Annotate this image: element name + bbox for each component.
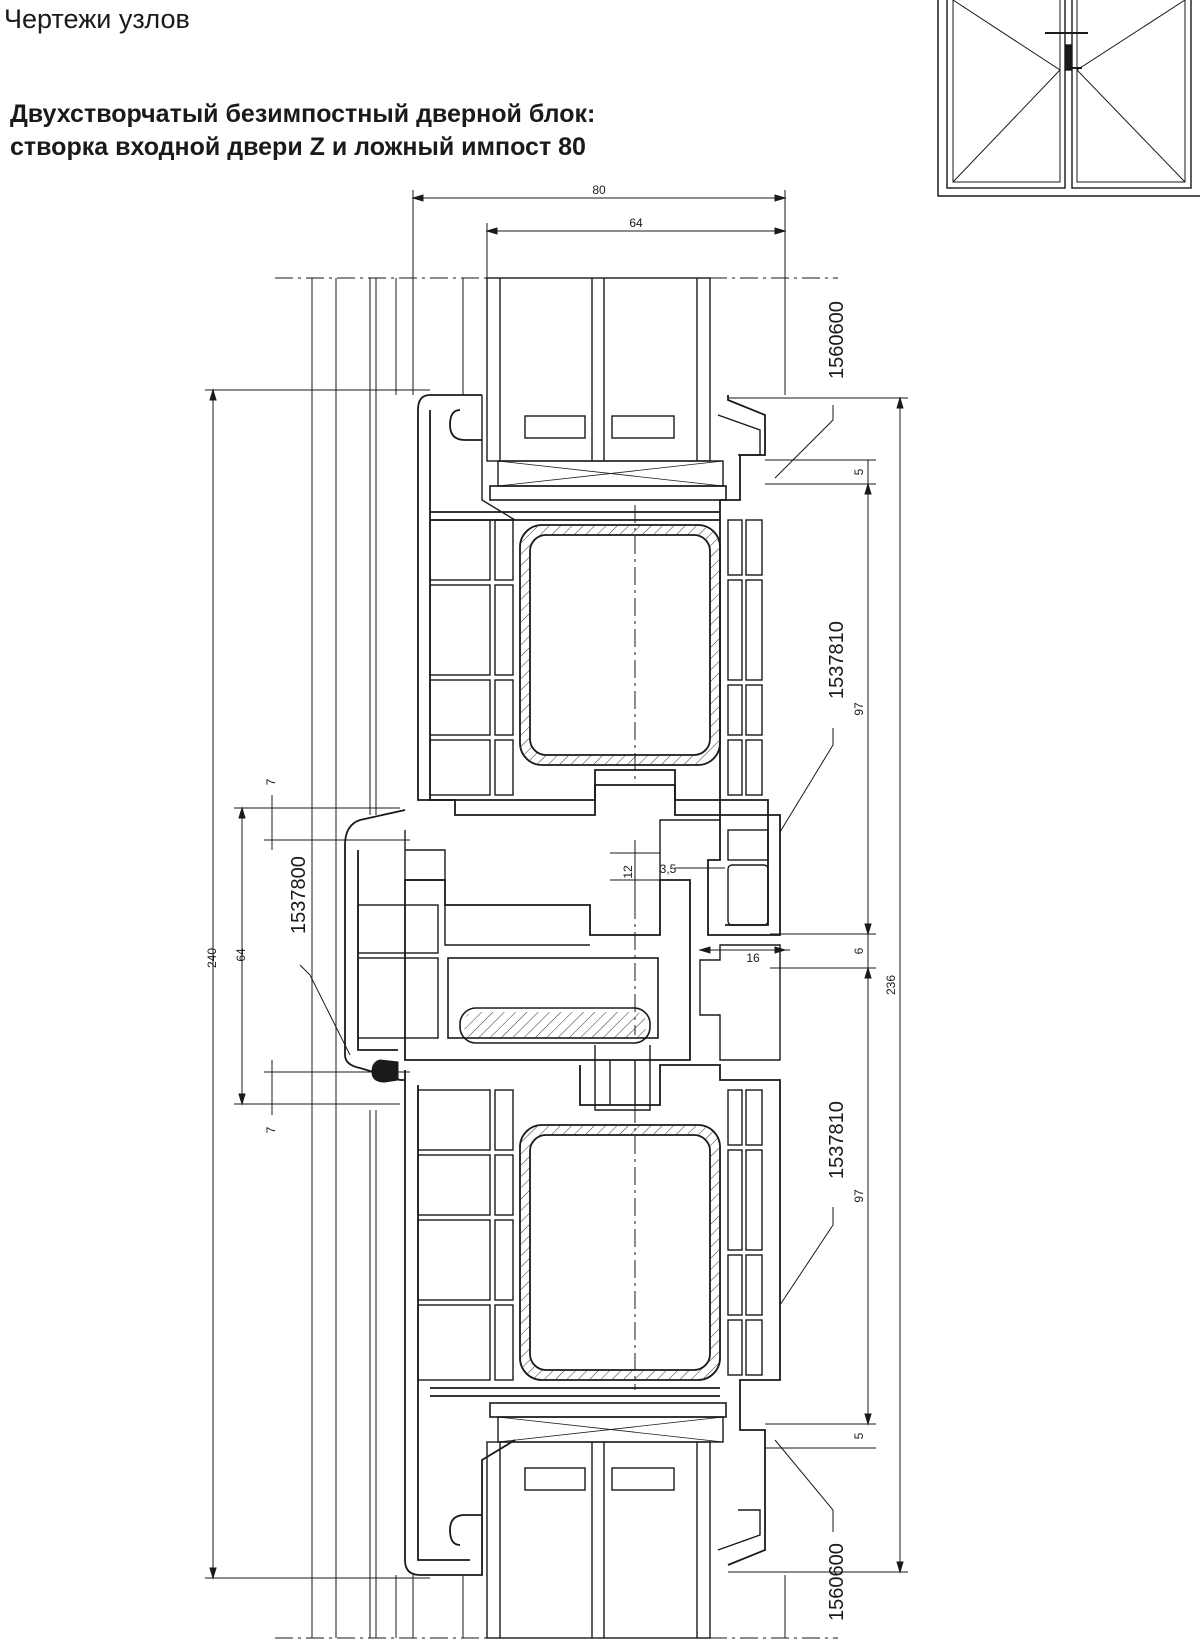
upper-sash-profile: [417, 394, 781, 936]
wall-lines: [311, 278, 786, 1638]
dim-64-left: 64: [234, 948, 248, 962]
section-title: Чертежи узлов: [4, 4, 190, 34]
part-1537810-top: 1537810: [826, 621, 848, 699]
lower-sash-chambers: [417, 1089, 763, 1551]
dim-5-top: 5: [852, 468, 866, 475]
lower-reinforcement: [519, 1124, 721, 1381]
glazing-bottom: [486, 1402, 727, 1639]
heading-line-2: створка входной двери Z и ложный импост …: [10, 133, 586, 161]
glazing-top: [486, 277, 727, 501]
dim-3-5: 3,5: [660, 862, 677, 876]
dim-6: 6: [852, 947, 866, 954]
dim-97-bottom: 97: [852, 1189, 866, 1203]
part-1560600-bottom: 1560600: [826, 1543, 848, 1621]
part-number-labels: 1560600 1537810 1537800 1537810 1560600: [288, 301, 848, 1621]
dim-16: 16: [746, 951, 760, 965]
part-1560600-top: 1560600: [826, 301, 848, 379]
heading-line-1: Двухстворчатый безимпостный дверной блок…: [10, 100, 596, 128]
dim-236: 236: [884, 975, 898, 995]
dim-7-top: 7: [264, 778, 278, 785]
upper-sash-chambers: [429, 519, 769, 926]
dimension-labels: 80 64 5 97 6 236 97 5 240 64 7 7 12 3,5 …: [205, 183, 898, 1439]
dim-7-bottom: 7: [264, 1126, 278, 1133]
dim-97-top: 97: [852, 702, 866, 716]
drawing-heading: Двухстворчатый безимпостный дверной блок…: [10, 98, 595, 164]
false-mullion-profile: [344, 809, 781, 1111]
dimension-lines: [205, 190, 908, 1580]
upper-reinforcement: [519, 524, 721, 766]
dim-80: 80: [592, 183, 606, 197]
dim-5-bottom: 5: [852, 1432, 866, 1439]
part-1537810-bottom: 1537810: [826, 1101, 848, 1179]
dim-12: 12: [621, 865, 635, 879]
part-1537800: 1537800: [288, 856, 310, 934]
dim-64-top: 64: [629, 216, 643, 230]
dim-240: 240: [205, 948, 219, 968]
door-thumbnail: [937, 0, 1200, 197]
